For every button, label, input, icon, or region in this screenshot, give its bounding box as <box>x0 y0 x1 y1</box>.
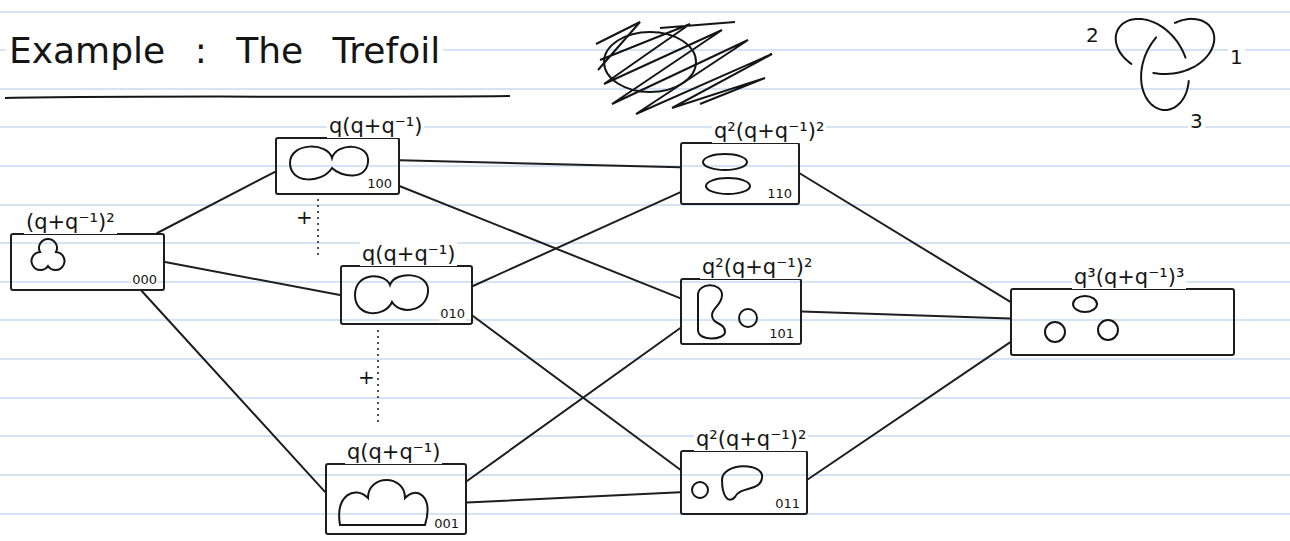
sum-sign: + <box>294 206 315 229</box>
map-connector <box>800 174 1010 302</box>
grading-polynomial: q²(q+q⁻¹)² <box>694 427 808 451</box>
crossing-number: 3 <box>1188 110 1205 133</box>
knot-strand <box>1153 19 1214 74</box>
circle-drawing <box>355 275 428 313</box>
crossing-number: 2 <box>1084 24 1101 47</box>
map-connector <box>400 160 680 167</box>
grading-polynomial: q³(q+q⁻¹)³ <box>1072 265 1186 289</box>
resolution-box: q(q+q⁻¹)001 <box>325 463 467 535</box>
scribble <box>596 22 772 114</box>
map-connector <box>165 262 340 295</box>
scribble-hatching <box>596 22 772 114</box>
title: Example : The Trefoil <box>6 30 443 71</box>
resolution-box: q²(q+q⁻¹)²110 <box>680 142 800 205</box>
resolution-box: q³(q+q⁻¹)³ <box>1010 288 1235 356</box>
resolution-box: q²(q+q⁻¹)²011 <box>680 450 808 515</box>
grading-polynomial: q²(q+q⁻¹)² <box>700 255 814 279</box>
circle-drawing <box>703 154 747 170</box>
circle-drawing <box>706 178 750 194</box>
ruled-lines <box>0 12 1290 514</box>
dotted-line <box>317 199 319 258</box>
circle-drawing <box>1098 320 1118 340</box>
circle-drawing <box>290 147 368 180</box>
resolution-box: q(q+q⁻¹)100 <box>275 137 400 195</box>
trefoil-knot <box>1116 19 1214 110</box>
resolution-index: 110 <box>766 187 793 201</box>
resolution-box: q(q+q⁻¹)010 <box>340 265 473 325</box>
resolution-box: q²(q+q⁻¹)²101 <box>680 278 802 345</box>
crossing-number: 1 <box>1228 46 1245 69</box>
sum-sign: + <box>356 366 377 389</box>
map-connector <box>467 328 680 481</box>
resolution-index: 101 <box>768 327 795 341</box>
grading-polynomial: q(q+q⁻¹) <box>360 242 457 266</box>
circle-drawing <box>32 239 65 270</box>
knot-strand <box>1116 19 1186 64</box>
map-connector <box>142 291 325 492</box>
map-connector <box>473 316 680 470</box>
grading-polynomial: (q+q⁻¹)² <box>24 210 117 234</box>
map-connector <box>157 172 275 233</box>
resolution-box: (q+q⁻¹)²000 <box>10 233 165 291</box>
circle-drawing <box>1073 296 1097 312</box>
circle-drawing <box>739 309 757 327</box>
resolution-index: 011 <box>774 497 801 511</box>
circle-drawing <box>692 482 708 498</box>
dotted-line <box>377 330 379 425</box>
circle-drawing <box>1045 322 1065 342</box>
grading-polynomial: q(q+q⁻¹) <box>327 114 424 138</box>
resolution-index: 001 <box>433 517 460 531</box>
grading-polynomial: q²(q+q⁻¹)² <box>712 119 826 143</box>
resolution-drawings <box>32 147 1118 525</box>
map-connector <box>808 342 1010 479</box>
circle-drawing <box>698 285 725 338</box>
resolution-index: 100 <box>366 177 393 191</box>
map-connector <box>467 492 680 502</box>
resolution-index: 000 <box>131 273 158 287</box>
circle-drawing <box>339 480 427 525</box>
grading-polynomial: q(q+q⁻¹) <box>345 440 442 464</box>
map-connector <box>802 312 1010 319</box>
circle-drawing <box>722 466 762 500</box>
title-underline <box>5 96 510 98</box>
resolution-index: 010 <box>439 307 466 321</box>
map-connector <box>473 192 680 286</box>
